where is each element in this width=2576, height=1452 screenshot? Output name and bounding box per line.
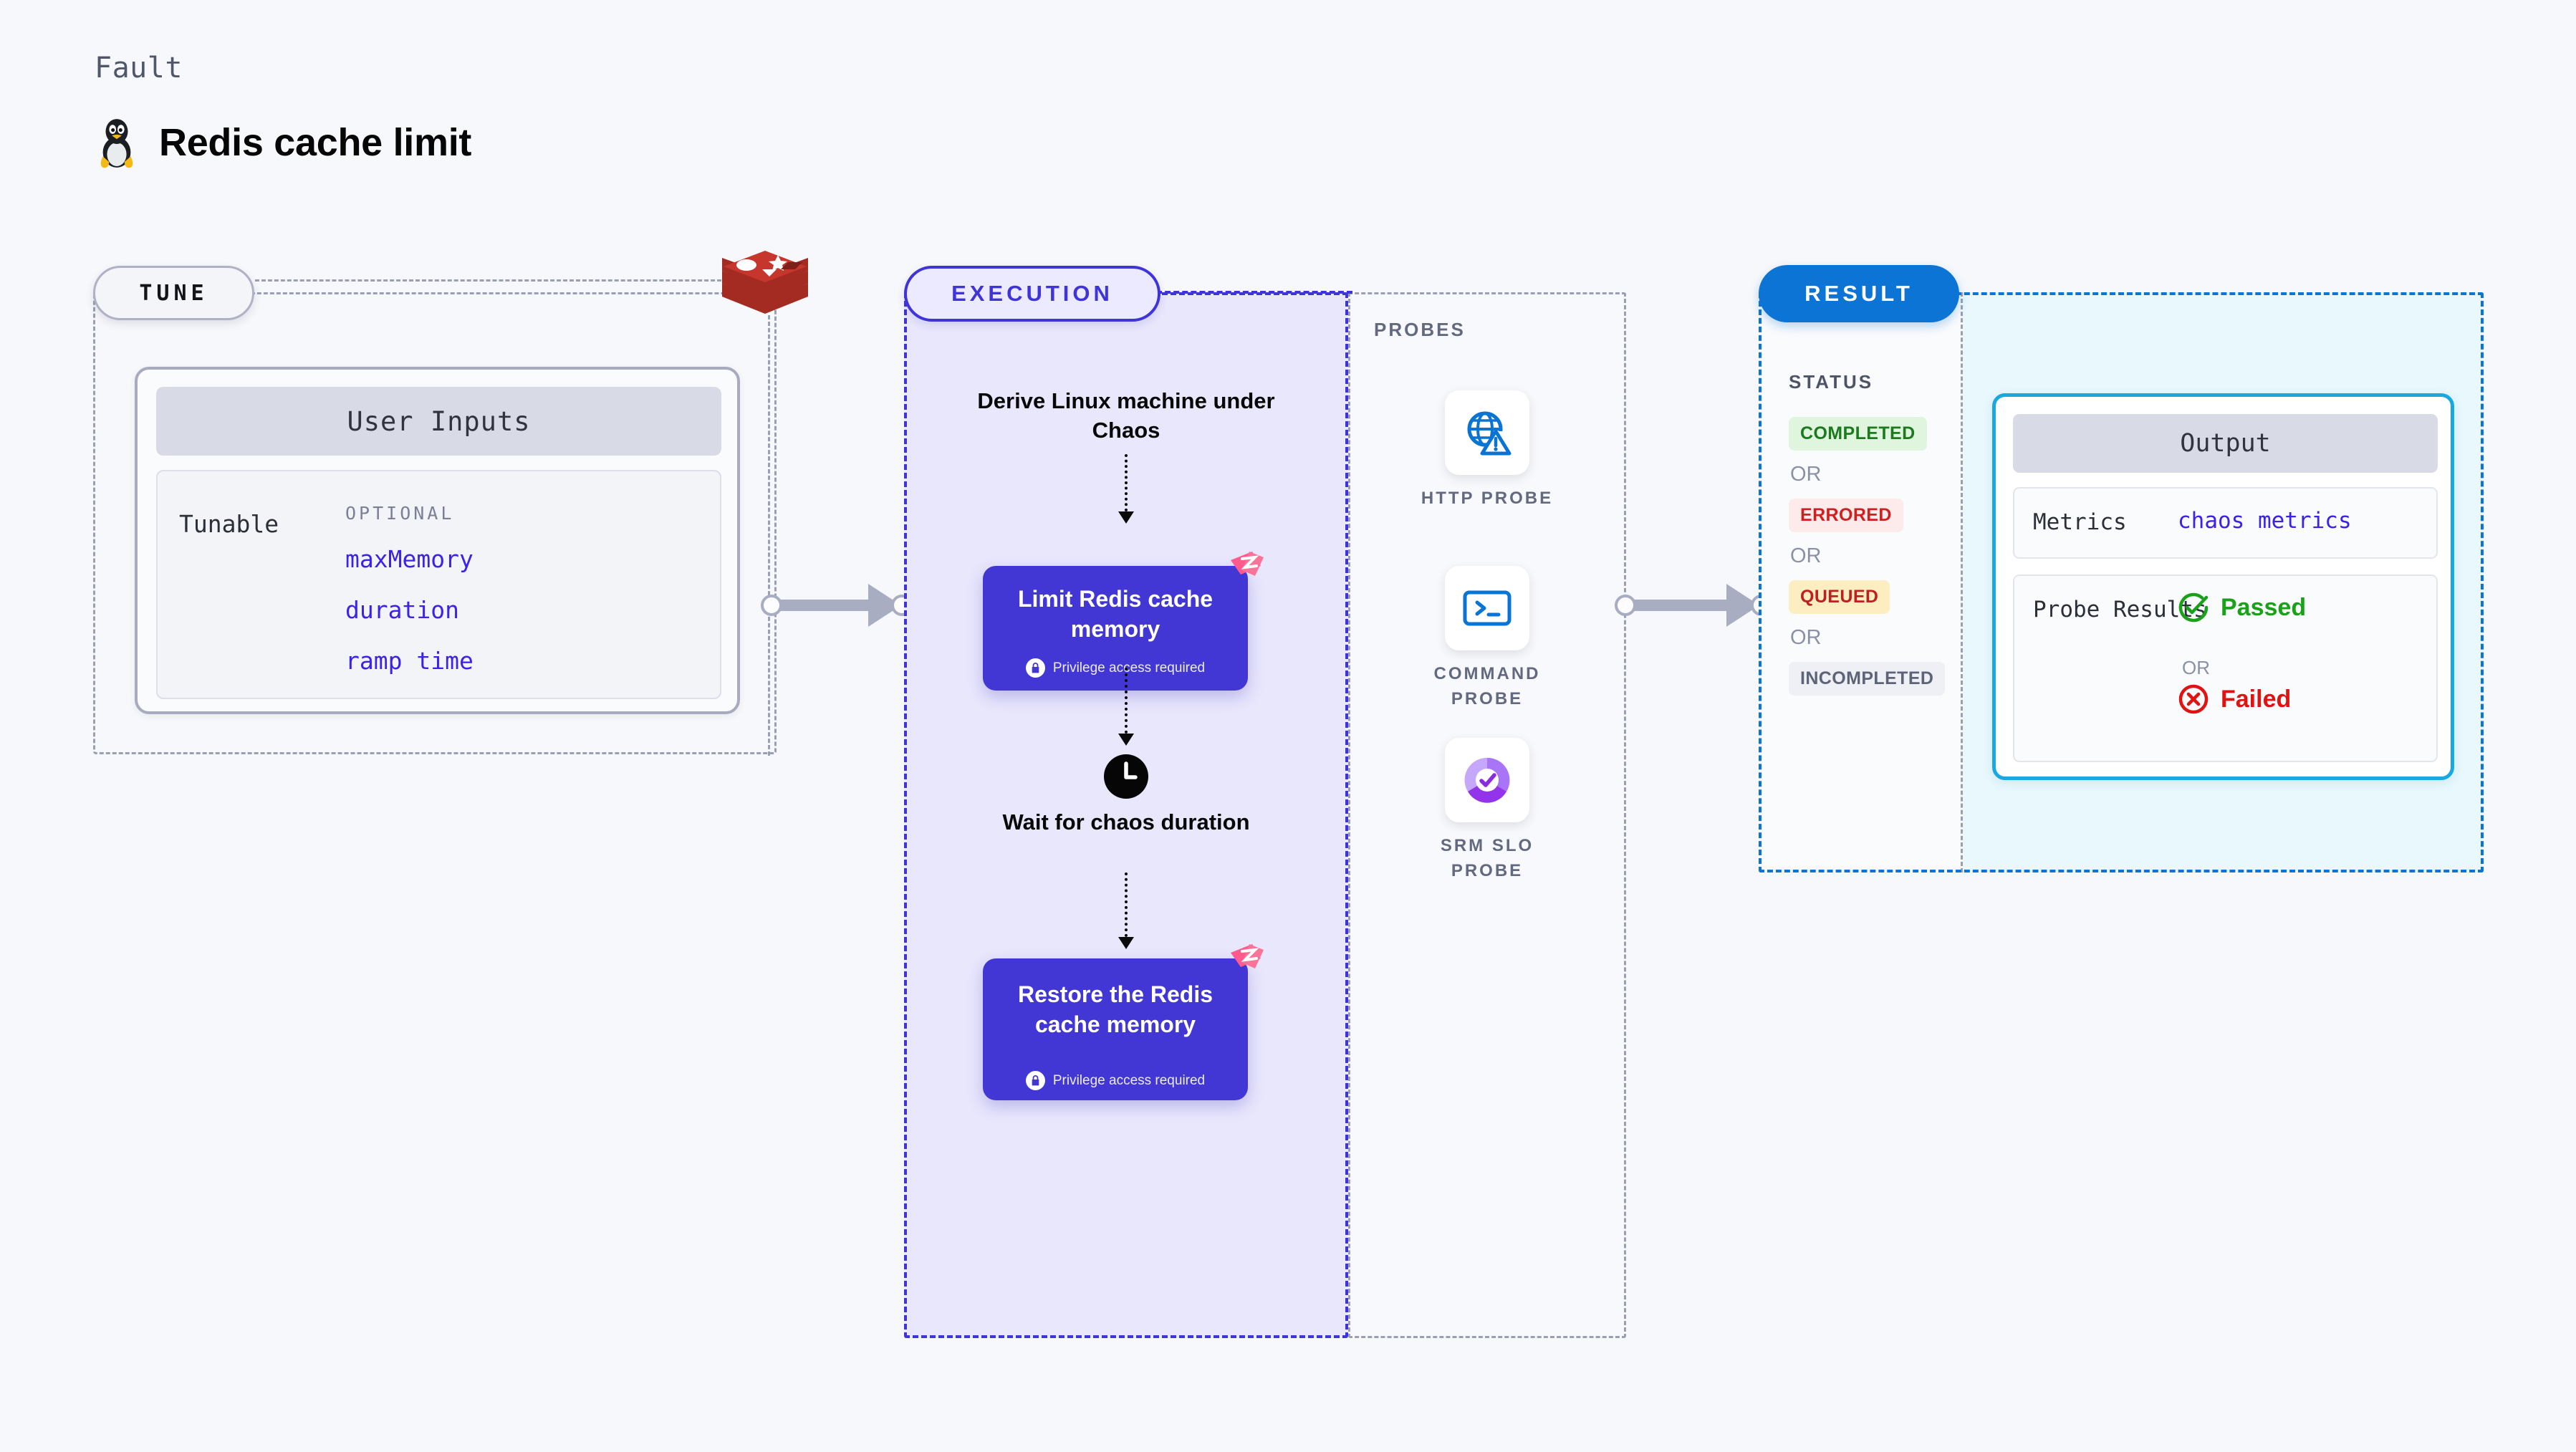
probe-srm-slo[interactable]: SRM SLO PROBE bbox=[1416, 738, 1559, 884]
execution-step-derive-label: Derive Linux machine under Chaos bbox=[977, 388, 1275, 443]
privilege-note: Privilege access required bbox=[996, 1071, 1235, 1091]
probe-result-failed: Failed bbox=[2178, 683, 2291, 715]
terminal-icon bbox=[1445, 566, 1529, 650]
probe-http[interactable]: HTTP PROBE bbox=[1416, 390, 1559, 511]
tunable-values: OPTIONAL maxMemory duration ramp time bbox=[345, 503, 474, 698]
status-or-label: OR bbox=[1790, 626, 1822, 649]
status-badge-list: COMPLETED OR ERRORED OR QUEUED OR INCOMP… bbox=[1789, 417, 1946, 696]
x-circle-icon bbox=[2178, 684, 2209, 714]
status-or-label: OR bbox=[1790, 544, 1822, 567]
tunable-item[interactable]: ramp time bbox=[345, 647, 474, 675]
status-badge-incompleted: INCOMPLETED bbox=[1789, 662, 1946, 696]
privilege-note-text: Privilege access required bbox=[1052, 1072, 1206, 1088]
harness-flag-icon bbox=[1231, 944, 1264, 968]
lock-icon bbox=[1025, 658, 1045, 678]
probe-label: COMMAND PROBE bbox=[1433, 664, 1541, 708]
optional-label: OPTIONAL bbox=[345, 503, 455, 524]
connector-tune-to-execution bbox=[761, 580, 913, 630]
flow-arrow-3 bbox=[1118, 872, 1134, 949]
connector-start-dot bbox=[761, 595, 782, 616]
tune-panel bbox=[93, 292, 777, 754]
tunable-item[interactable]: maxMemory bbox=[345, 545, 474, 573]
flow-arrow-2 bbox=[1118, 668, 1134, 746]
page-eyebrow: Fault bbox=[95, 52, 183, 85]
execution-top-dashed-line bbox=[1156, 291, 1352, 294]
probe-result-passed: Passed bbox=[2178, 592, 2306, 623]
probe-result-passed-label: Passed bbox=[2221, 593, 2307, 621]
output-row-probe-results: Probe Results Passed OR Failed bbox=[2013, 574, 2438, 762]
tunables-body: Tunable OPTIONAL maxMemory duration ramp… bbox=[156, 470, 721, 699]
slo-donut-check-icon bbox=[1445, 738, 1529, 822]
probes-section-label: PROBES bbox=[1374, 319, 1466, 340]
probe-label: SRM SLO PROBE bbox=[1440, 836, 1534, 880]
lock-icon bbox=[1025, 1071, 1045, 1091]
status-badge-queued: QUEUED bbox=[1789, 580, 1890, 614]
status-section-label: STATUS bbox=[1789, 371, 1874, 393]
tunable-row-label: Tunable bbox=[179, 510, 279, 538]
status-badge-errored: ERRORED bbox=[1789, 499, 1903, 532]
execution-node-restore-redis[interactable]: Restore the Redis cache memory Privilege… bbox=[983, 944, 1264, 1100]
metrics-value[interactable]: chaos metrics bbox=[2178, 508, 2352, 534]
connector-probes-to-result bbox=[1615, 580, 1772, 630]
privilege-note-text: Privilege access required bbox=[1052, 660, 1206, 675]
tune-target-connector-h bbox=[255, 279, 728, 282]
check-circle-icon bbox=[2178, 592, 2209, 622]
probe-result-failed-label: Failed bbox=[2221, 685, 2292, 713]
harness-flag-icon bbox=[1231, 552, 1264, 576]
redis-logo-icon bbox=[722, 251, 808, 314]
page-title-row: Redis cache limit bbox=[95, 116, 471, 169]
result-panel bbox=[1759, 292, 2484, 872]
probe-result-or-label: OR bbox=[2182, 657, 2210, 678]
execution-node-title: Restore the Redis cache memory bbox=[1017, 981, 1213, 1037]
execution-step-wait-label: Wait for chaos duration bbox=[1002, 809, 1250, 835]
user-inputs-card: User Inputs Tunable OPTIONAL maxMemory d… bbox=[135, 367, 740, 714]
tune-target-connector-v bbox=[768, 315, 770, 756]
metrics-key: Metrics bbox=[2033, 509, 2127, 535]
output-card-title: Output bbox=[2013, 414, 2438, 473]
page-title: Redis cache limit bbox=[159, 121, 472, 164]
linux-tux-icon bbox=[100, 119, 133, 168]
connector-start-dot bbox=[1615, 595, 1636, 616]
globe-warning-icon bbox=[1445, 390, 1529, 475]
output-row-metrics: Metrics chaos metrics bbox=[2013, 487, 2438, 559]
execution-node-limit-redis[interactable]: Limit Redis cache memory Privilege acces… bbox=[983, 552, 1264, 691]
execution-node-title: Limit Redis cache memory bbox=[1017, 586, 1213, 642]
flow-arrow-1 bbox=[1118, 454, 1134, 524]
tune-pill[interactable]: TUNE bbox=[93, 266, 254, 320]
status-badge-completed: COMPLETED bbox=[1789, 417, 1927, 451]
probe-label: HTTP PROBE bbox=[1421, 489, 1554, 508]
output-card: Output Metrics chaos metrics Probe Resul… bbox=[1992, 393, 2454, 780]
probe-command[interactable]: COMMAND PROBE bbox=[1416, 566, 1559, 712]
tunable-item[interactable]: duration bbox=[345, 596, 459, 624]
result-pill[interactable]: RESULT bbox=[1759, 265, 1959, 322]
privilege-note: Privilege access required bbox=[996, 658, 1235, 678]
status-or-label: OR bbox=[1790, 463, 1822, 486]
execution-pill[interactable]: EXECUTION bbox=[904, 266, 1160, 322]
probe-results-key: Probe Results bbox=[2033, 597, 2207, 622]
clock-icon bbox=[1104, 754, 1148, 799]
user-inputs-title: User Inputs bbox=[156, 387, 721, 456]
